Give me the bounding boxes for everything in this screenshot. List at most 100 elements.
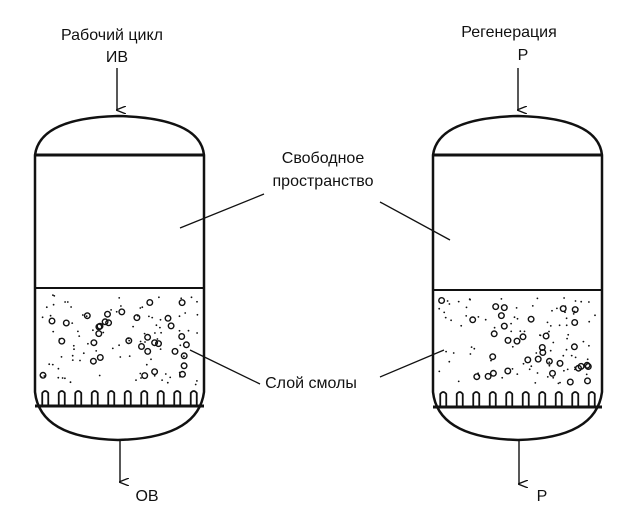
resin-dot — [53, 295, 56, 297]
resin-granule — [151, 339, 159, 347]
resin-dot — [159, 318, 162, 321]
resin-dot — [448, 360, 451, 363]
resin-granule — [95, 323, 103, 331]
resin-granule — [489, 369, 497, 377]
resin-dot — [566, 368, 569, 371]
nozzle-cap — [90, 390, 99, 405]
resin-granule — [527, 315, 535, 323]
resin-dot — [557, 382, 560, 385]
resin-dot — [187, 329, 190, 332]
resin-dot — [95, 350, 98, 352]
nozzle-cap — [57, 390, 66, 405]
resin-dot — [57, 367, 60, 370]
resin-dot — [73, 348, 75, 351]
resin-granule — [146, 299, 154, 307]
resin-dot — [549, 349, 552, 352]
right-outlet-label: Р — [537, 488, 548, 505]
resin-dot — [501, 376, 504, 379]
resin-dot — [510, 322, 512, 325]
resin-dot — [513, 316, 516, 319]
resin-dot — [78, 335, 81, 337]
nozzle-cap — [521, 391, 530, 406]
resin-dot — [148, 315, 150, 318]
resin-granule — [504, 336, 512, 344]
resin-dot — [552, 341, 555, 344]
resin-leader-left — [189, 349, 261, 385]
nozzle-cap — [74, 390, 83, 405]
resin-dot — [115, 310, 118, 313]
resin-dot — [120, 305, 122, 307]
resin-dot — [564, 305, 567, 308]
nozzle-cap — [156, 390, 165, 405]
resin-dot — [565, 317, 568, 320]
resin-dot — [140, 377, 142, 379]
resin-granule — [489, 353, 497, 361]
resin-dot — [166, 381, 169, 384]
left-resin-layer — [39, 294, 199, 386]
resin-dot — [180, 297, 183, 300]
resin-dot — [128, 339, 131, 342]
resin-dot — [493, 326, 496, 329]
resin-dot — [196, 380, 198, 382]
right-title-line1: Регенерация — [461, 24, 557, 41]
resin-granule — [154, 340, 162, 348]
right-resin-layer — [438, 297, 596, 386]
resin-granule — [484, 372, 492, 380]
resin-dot — [164, 373, 167, 375]
resin-granule — [180, 362, 188, 370]
resin-dot — [190, 296, 193, 299]
resin-dot — [194, 383, 197, 386]
resin-dot — [548, 364, 551, 367]
resin-granule — [549, 369, 557, 377]
resin-dot — [452, 352, 455, 354]
nozzle-cap — [189, 390, 198, 405]
resin-dot — [66, 301, 69, 303]
resin-dot — [558, 324, 561, 327]
resin-dot — [79, 359, 81, 362]
resin-dot — [438, 370, 441, 373]
resin-dot — [159, 326, 161, 329]
resin-dot — [562, 354, 565, 357]
resin-dot — [49, 314, 52, 317]
resin-dot — [564, 311, 566, 314]
resin-dot — [559, 381, 561, 384]
resin-dot — [511, 345, 514, 348]
resin-dot — [530, 365, 533, 368]
resin-dot — [153, 374, 156, 377]
resin-granule — [513, 337, 521, 345]
resin-dot — [118, 344, 120, 347]
resin-granule — [144, 347, 152, 355]
resin-granule — [469, 316, 477, 324]
resin-granule — [500, 304, 508, 312]
nozzle-cap — [173, 390, 182, 405]
resin-granule — [167, 322, 175, 330]
resin-granule — [542, 332, 550, 340]
resin-dot — [438, 307, 441, 310]
resin-dot — [490, 359, 492, 362]
resin-dot — [546, 332, 549, 335]
resin-dot — [580, 300, 583, 303]
resin-dot — [588, 344, 590, 347]
resin-dot — [64, 301, 66, 303]
resin-granule — [438, 297, 446, 305]
nozzle-cap — [140, 390, 149, 405]
resin-dot — [457, 300, 460, 303]
resin-dot — [156, 338, 159, 340]
resin-dot — [510, 330, 513, 333]
resin-dot — [179, 375, 181, 378]
resin-dot — [565, 348, 568, 351]
resin-granule — [101, 318, 109, 326]
resin-granule — [539, 349, 547, 357]
resin-dot — [531, 305, 534, 307]
resin-dot — [179, 344, 182, 347]
resin-granule — [490, 330, 498, 338]
resin-dot — [196, 300, 198, 303]
resin-granule — [180, 352, 188, 360]
resin-dot — [71, 354, 74, 357]
resin-granule — [178, 299, 186, 307]
nozzle-cap — [488, 391, 497, 406]
nozzle-cap — [505, 391, 514, 406]
resin-dot — [128, 355, 131, 357]
resin-granule — [570, 343, 578, 351]
resin-dot — [145, 363, 148, 366]
